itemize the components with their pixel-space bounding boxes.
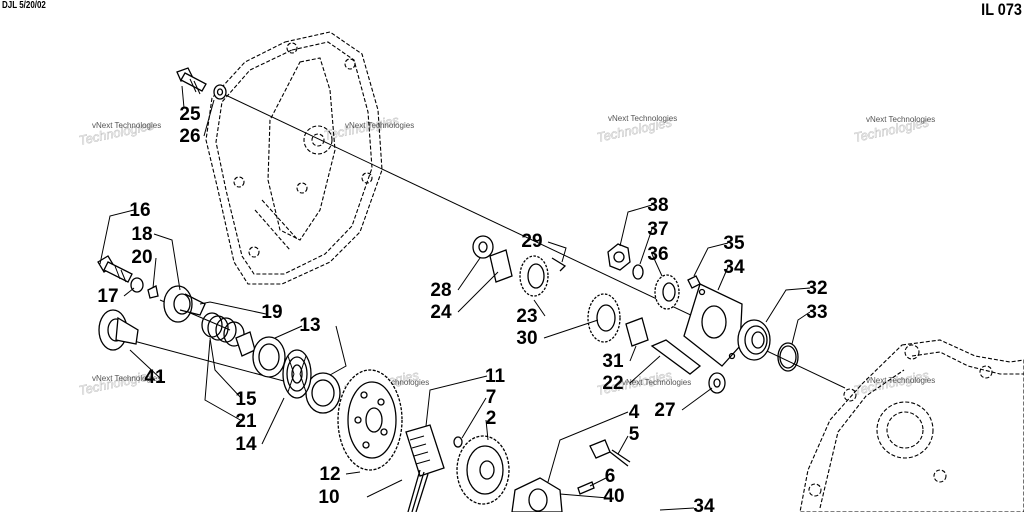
leader-lines (99, 85, 811, 511)
snap-ring-33 (777, 342, 799, 372)
chaincase-cover (205, 31, 383, 285)
watermark-text: vNext Technologies (92, 374, 161, 383)
bolt-16 (97, 255, 133, 283)
callout-c28: 28 (430, 280, 451, 301)
callout-c36: 36 (647, 244, 668, 265)
watermark-text: vNext Technologies (345, 121, 414, 130)
washer-26 (213, 84, 227, 100)
washer-13b-hole (311, 379, 335, 407)
callout-c11: 11 (485, 366, 506, 387)
sprocket-36 (654, 274, 680, 310)
callout-c33: 33 (806, 302, 827, 323)
key-29 (551, 257, 567, 272)
callout-c40: 40 (603, 486, 624, 507)
callout-c26: 26 (179, 126, 200, 147)
watermark-text: vNext Technologies (866, 376, 935, 385)
hub-41 (98, 309, 139, 351)
washer-27-hole (713, 378, 721, 388)
callout-c12: 12 (319, 464, 340, 485)
callout-c32: 32 (806, 278, 827, 299)
callout-c29: 29 (521, 231, 542, 252)
flange-18 (163, 285, 206, 323)
callout-c14: 14 (235, 434, 257, 455)
nut-38-hole (613, 251, 625, 263)
belleville-washer-14 (282, 349, 312, 399)
callout-c16: 16 (129, 200, 150, 221)
callout-c25: 25 (179, 104, 201, 125)
callout-c22: 22 (602, 373, 623, 394)
callout-c23: 23 (516, 306, 537, 327)
gear-2 (456, 435, 510, 505)
callout-c17: 17 (97, 286, 118, 307)
callout-c37: 37 (647, 219, 668, 240)
callout-c34: 34 (723, 257, 745, 278)
bearing-32 (737, 319, 771, 361)
bearing-plate-34 (683, 283, 743, 367)
watermark-text: vNext Technologies (622, 378, 691, 387)
callout-c5: 5 (629, 424, 640, 445)
callout-c15: 15 (235, 389, 257, 410)
housing-40 (511, 477, 563, 512)
watermark-text: vNext Technologies (608, 114, 677, 123)
sprocket-12 (337, 369, 403, 471)
watermark-text: vNext Technologies (360, 378, 429, 387)
washer-13a-hole (258, 343, 280, 371)
watermark-text: vNext Technologies (866, 115, 935, 124)
callout-c27: 27 (654, 400, 675, 421)
callout-c13: 13 (299, 315, 320, 336)
spring-5 (609, 449, 631, 467)
illustration-number: IL 073 (981, 0, 1022, 19)
watermark-text: vNext Technologies (92, 121, 161, 130)
hub-11 (405, 424, 445, 477)
callout-c41: 41 (144, 367, 166, 388)
bushing-21 (235, 331, 256, 357)
bolt-35 (687, 275, 701, 289)
bolt-25 (176, 67, 207, 95)
callout-c34b: 34 (693, 496, 715, 512)
washer-28-hole (478, 241, 488, 253)
callout-c6: 6 (605, 466, 616, 487)
callout-c7: 7 (486, 387, 497, 408)
callout-c24: 24 (430, 302, 452, 323)
washer-17 (130, 277, 144, 293)
screw-6 (577, 481, 595, 495)
gear-30 (587, 293, 621, 343)
shaft-22 (650, 339, 702, 375)
callout-c10: 10 (318, 487, 339, 508)
callout-c38: 38 (647, 195, 668, 216)
callout-c19: 19 (261, 302, 282, 323)
callout-c30: 30 (516, 328, 537, 349)
sprocket-23 (519, 255, 549, 297)
callout-c2: 2 (486, 408, 497, 429)
spring-10 (407, 469, 429, 512)
callout-c21: 21 (235, 411, 257, 432)
callout-c20: 20 (131, 247, 152, 268)
pin-4 (589, 439, 611, 459)
callout-c35: 35 (723, 233, 745, 254)
callout-c4: 4 (629, 402, 640, 423)
part-7 (453, 436, 463, 448)
callout-c18: 18 (131, 224, 152, 245)
snap-ring-33-inner (779, 345, 797, 369)
drawing-date-code: DJL 5/20/02 (2, 0, 46, 11)
washer-37 (632, 264, 644, 280)
chaincase-housing (799, 339, 1024, 512)
callout-c31: 31 (602, 351, 624, 372)
nut-38 (607, 243, 631, 271)
bushing-31 (625, 317, 649, 347)
